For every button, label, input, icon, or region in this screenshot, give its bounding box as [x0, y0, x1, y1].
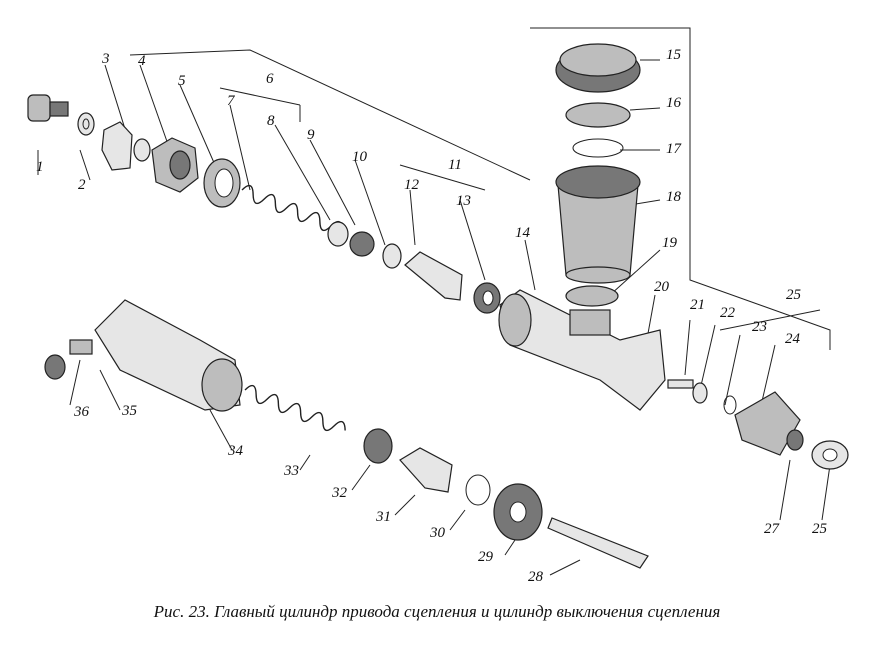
- part-10-washer: [382, 243, 402, 269]
- part-31-piston: [399, 447, 453, 493]
- part-27-nut: [786, 429, 804, 451]
- part-17-ring: [572, 138, 624, 158]
- part-22-washer: [692, 382, 708, 404]
- callout-11: 11: [448, 157, 462, 173]
- callout-12: 12: [404, 177, 419, 193]
- callout-4: 4: [138, 53, 146, 69]
- callout-15: 15: [666, 47, 681, 63]
- part-1-bolt: [27, 94, 69, 122]
- part-30-retaining-ring: [465, 474, 491, 506]
- part-28-pushrod: [547, 517, 649, 569]
- callout-27: 27: [764, 521, 779, 537]
- callout-32: 32: [332, 485, 347, 501]
- callout-8: 8: [267, 113, 275, 129]
- part-15-cap: [555, 43, 641, 93]
- callout-20: 20: [654, 279, 669, 295]
- part-13-seal: [473, 282, 501, 314]
- callout-21: 21: [690, 297, 705, 313]
- part-3-washer: [77, 112, 95, 136]
- part-10-piston-seal: [349, 231, 375, 257]
- callout-18: 18: [666, 189, 681, 205]
- callout-10: 10: [352, 149, 367, 165]
- callout-25-top: 25: [786, 287, 801, 303]
- callout-34: 34: [228, 443, 243, 459]
- part-4-nut: [151, 137, 199, 193]
- callout-30: 30: [430, 525, 445, 541]
- part-9-cup: [327, 221, 349, 247]
- callout-17: 17: [666, 141, 681, 157]
- callout-23: 23: [752, 319, 767, 335]
- part-29-boot: [493, 483, 543, 541]
- part-5-gasket: [203, 158, 241, 208]
- part-18-reservoir: [555, 165, 641, 284]
- callout-3: 3: [102, 51, 110, 67]
- part-35-bleeder: [69, 339, 93, 355]
- part-12-piston: [404, 251, 463, 301]
- part-16-filter: [565, 102, 631, 128]
- callout-24: 24: [785, 331, 800, 347]
- callout-16: 16: [666, 95, 681, 111]
- part-25-fork: [811, 440, 849, 470]
- callout-5: 5: [178, 73, 186, 89]
- callout-13: 13: [456, 193, 471, 209]
- part-2-bracket: [101, 121, 133, 171]
- callout-1: 1: [36, 159, 44, 175]
- callout-33: 33: [284, 463, 299, 479]
- part-36-cap: [44, 354, 66, 380]
- callout-14: 14: [515, 225, 530, 241]
- callout-29: 29: [478, 549, 493, 565]
- part-32-cup: [363, 428, 393, 464]
- callout-31: 31: [376, 509, 391, 525]
- part-14-master-cylinder-body: [498, 289, 666, 411]
- part-19-gasket: [565, 285, 619, 307]
- callout-19: 19: [662, 235, 677, 251]
- callout-22: 22: [720, 305, 735, 321]
- part-23-ring: [723, 395, 737, 415]
- part-3b-washer: [133, 138, 151, 162]
- callout-9: 9: [307, 127, 315, 143]
- part-21-pushrod: [667, 379, 694, 389]
- part-7-spring: [241, 184, 343, 232]
- callout-7: 7: [227, 93, 235, 109]
- part-33-spring: [244, 384, 346, 432]
- callout-2: 2: [78, 177, 86, 193]
- part-34-slave-cylinder-body: [94, 299, 243, 412]
- figure-caption: Рис. 23. Главный цилиндр привода сцеплен…: [153, 602, 721, 621]
- leader-lines: [37, 27, 831, 576]
- callout-36: 36: [74, 404, 89, 420]
- callout-25-bottom: 25: [812, 521, 827, 537]
- callout-6: 6: [266, 71, 274, 87]
- callout-28: 28: [528, 569, 543, 585]
- callout-35: 35: [122, 403, 137, 419]
